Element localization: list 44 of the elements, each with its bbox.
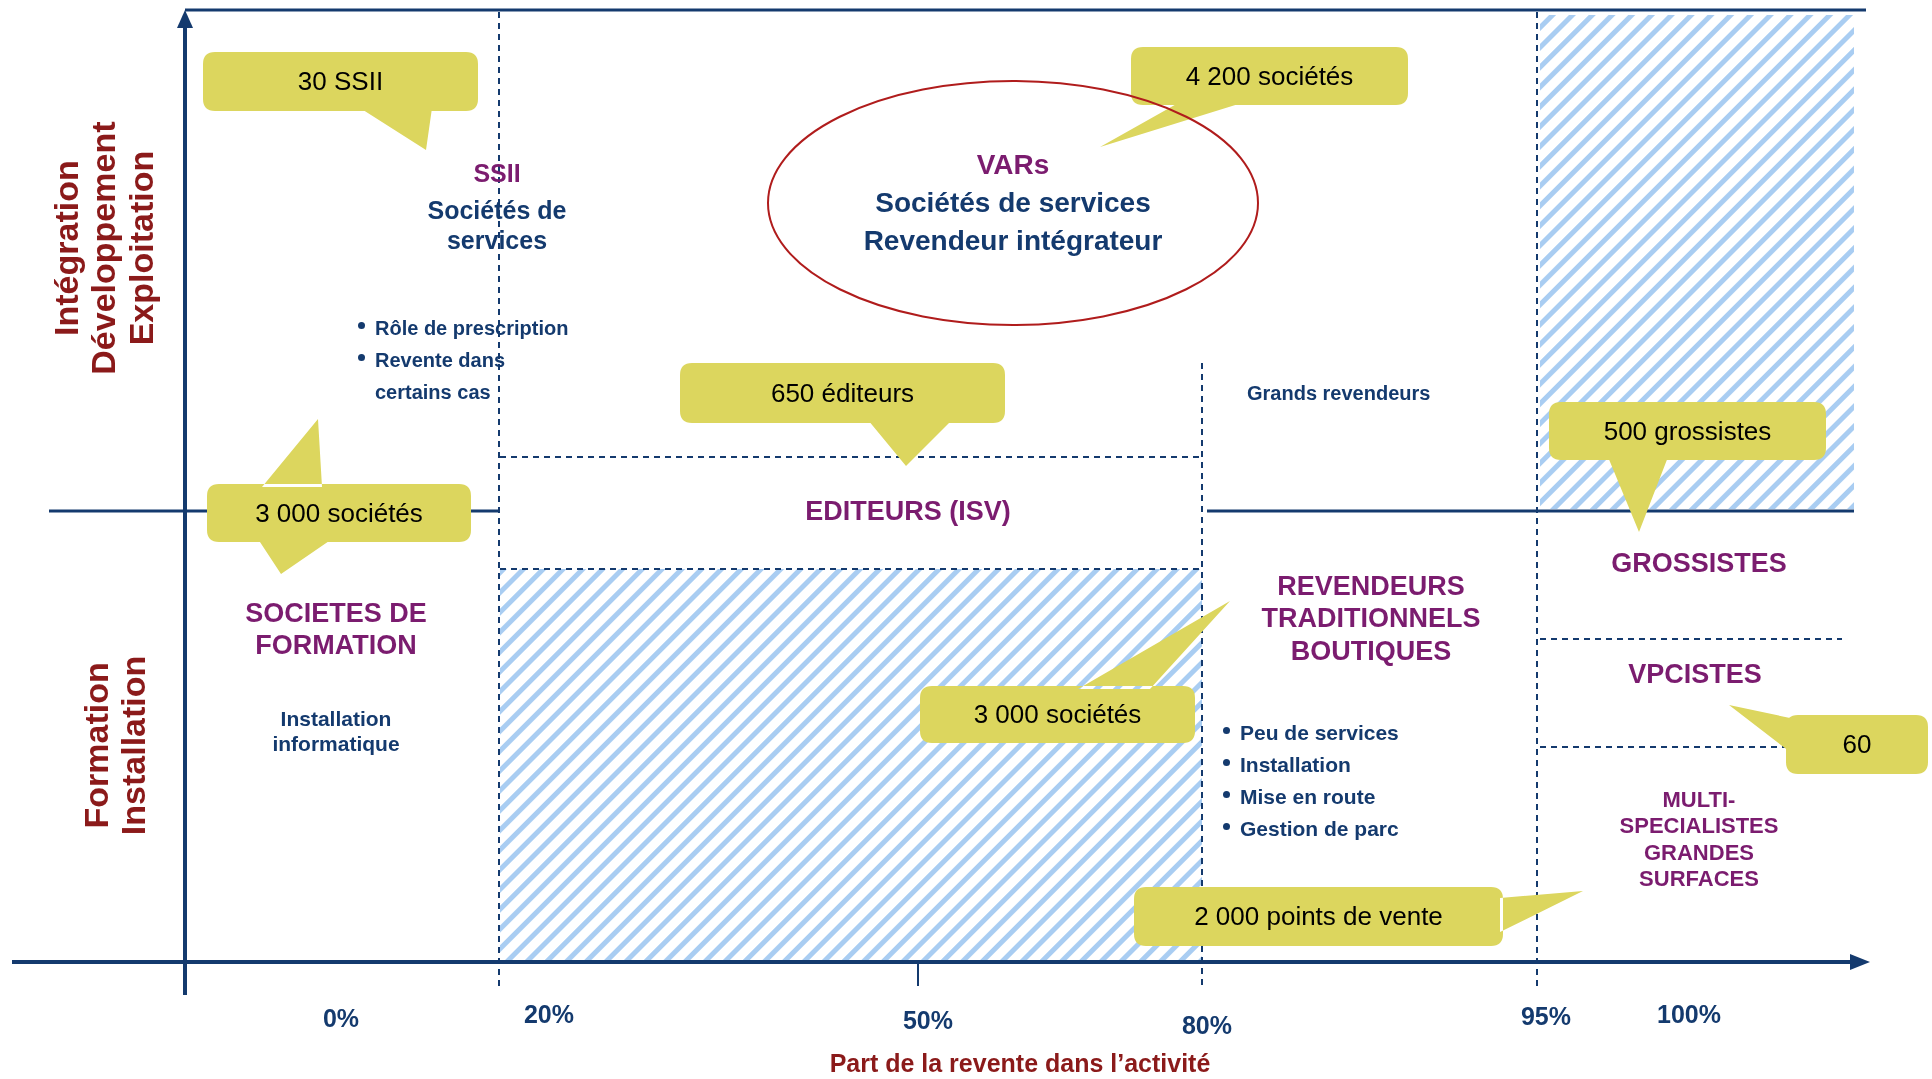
- category-subtitle: Revendeur intégrateur: [863, 224, 1163, 258]
- bullet-text: Installation: [1240, 752, 1351, 778]
- callout-bubble: [920, 601, 1230, 743]
- category-subtitle: Sociétés de services: [875, 186, 1151, 220]
- callout-text: 3 000 sociétés: [973, 698, 1142, 731]
- category-heading: MULTI-SPECIALISTES GRANDES SURFACES: [1618, 787, 1780, 893]
- callout-text: 30 SSII: [297, 65, 384, 98]
- axis-tick-label: 100%: [1656, 999, 1722, 1029]
- bullet-text: Mise en route: [1240, 784, 1376, 810]
- category-heading: EDITEURS (ISV): [804, 495, 1012, 528]
- callout-bubble: [1100, 47, 1408, 147]
- axis-title: Intégration Développement Exploitation: [47, 120, 161, 377]
- axis-tick-label: 0%: [321, 1003, 361, 1033]
- axis-tick-label: 95%: [1519, 1001, 1572, 1031]
- callout-bubble: [203, 52, 478, 150]
- callout-text: 60: [1842, 728, 1872, 761]
- axis-tick-label: 50%: [901, 1005, 954, 1035]
- axis-title: Formation Installation: [77, 654, 153, 838]
- bullet-text: Revente dans certains cas: [375, 348, 507, 405]
- category-heading: VARs: [976, 148, 1050, 182]
- callout-bubble: [1134, 887, 1583, 946]
- note-text: Installation informatique: [271, 706, 401, 757]
- axis-tick-label: 80%: [1180, 1010, 1233, 1040]
- category-heading: VPCISTES: [1627, 658, 1763, 691]
- callout-bubble: [1549, 402, 1826, 532]
- callout-text: 4 200 sociétés: [1185, 59, 1354, 93]
- callout-text: 2 000 points de vente: [1194, 900, 1443, 933]
- note-text: Grands revendeurs: [1247, 381, 1432, 405]
- callout-bubble: [1729, 705, 1928, 774]
- axis-tick-label: 20%: [522, 999, 575, 1029]
- callout-text: 3 000 sociétés: [255, 496, 423, 530]
- category-heading: SOCIETES DE FORMATION: [244, 597, 428, 662]
- callout-text: 500 grossistes: [1603, 414, 1772, 448]
- axis-title: Part de la revente dans l’activité: [828, 1048, 1212, 1078]
- callout-text: 650 éditeurs: [770, 376, 915, 410]
- category-heading: REVENDEURS TRADITIONNELS BOUTIQUES: [1260, 570, 1482, 668]
- bullet-text: Gestion de parc: [1240, 816, 1399, 842]
- callout-bubble: [680, 363, 1005, 466]
- category-heading: GROSSISTES: [1610, 547, 1788, 580]
- callout-bubble: [207, 419, 471, 574]
- category-heading: SSII: [472, 158, 522, 188]
- bullet-text: Rôle de prescription: [375, 316, 569, 341]
- category-subtitle: Sociétés de services: [426, 195, 568, 255]
- bullet-text: Peu de services: [1240, 720, 1399, 746]
